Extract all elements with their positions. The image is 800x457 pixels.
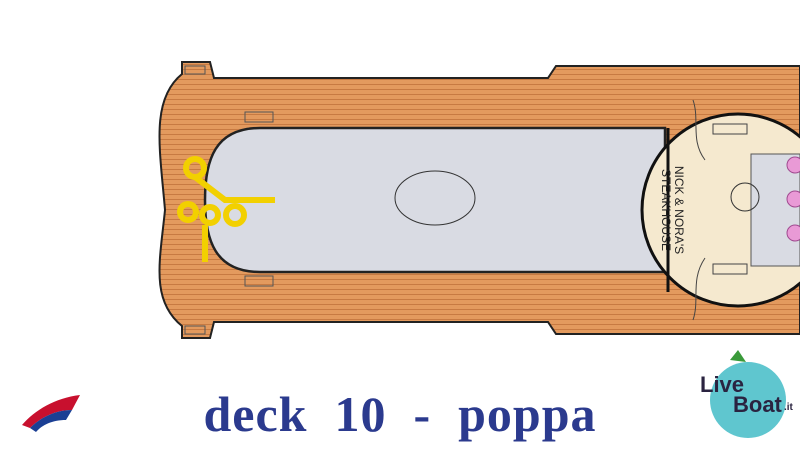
liveboat-live-text: Live <box>700 372 745 397</box>
water-slide-icon <box>177 156 275 262</box>
restaurant-name-line2: STEAKHOUSE <box>659 168 673 252</box>
pool <box>394 170 476 226</box>
liveboat-boat-text: Boat <box>733 392 782 417</box>
stairs <box>184 65 274 335</box>
carnival-logo <box>22 395 80 432</box>
seats <box>786 156 800 242</box>
liveboat-tld-text: .it <box>784 402 793 413</box>
liveboat-globe <box>710 362 786 438</box>
booths <box>692 99 748 321</box>
center-table <box>730 182 760 212</box>
restaurant-name-line1: NICK & NORA'S <box>672 165 686 255</box>
page-title: deck 10 - poppa <box>203 386 597 442</box>
